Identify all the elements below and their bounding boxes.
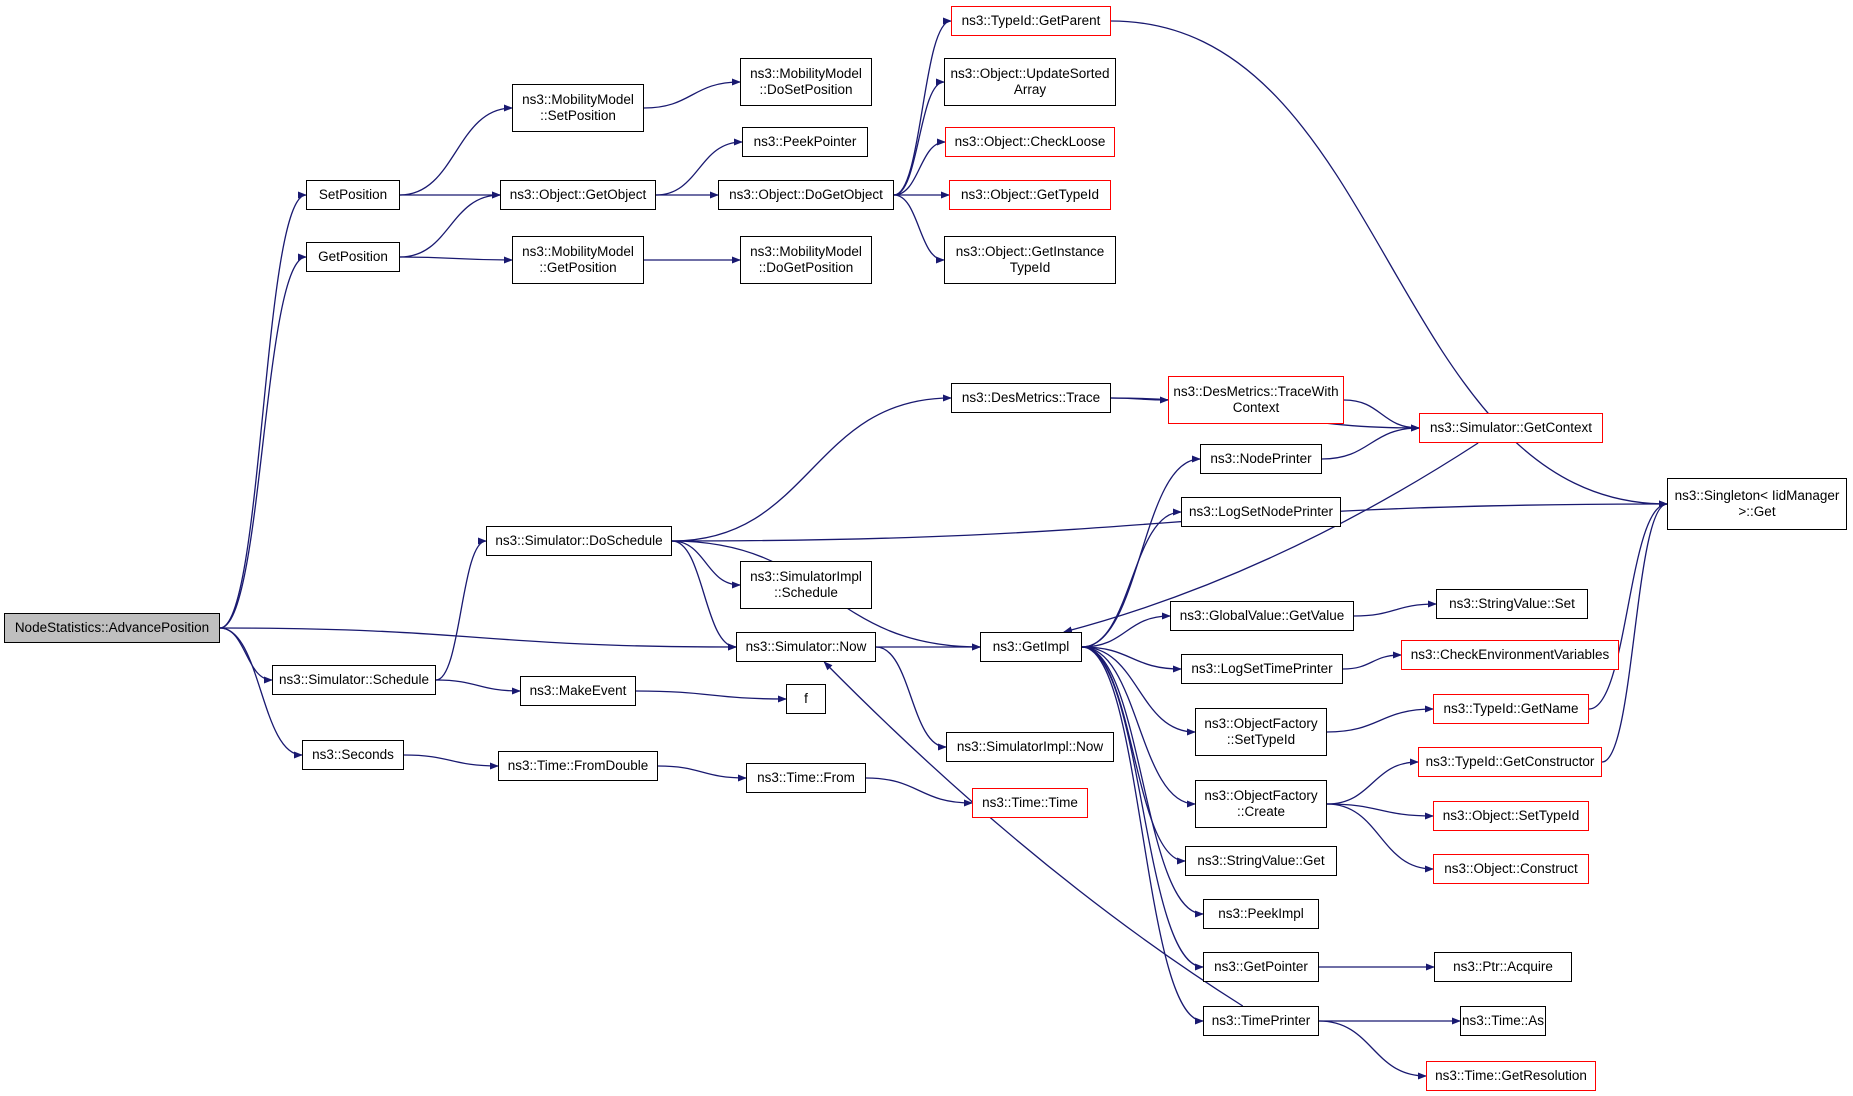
edge-get-position-to-object-get-object [399,191,501,258]
edge-get-impl-to-time-printer [1081,646,1204,1025]
time-time-node[interactable]: ns3::Time::Time [972,788,1088,818]
edge-simulator-schedule-to-make-event [435,679,521,695]
time-get-resolution-node[interactable]: ns3::Time::GetResolution [1426,1061,1596,1091]
edge-object-do-get-object-to-object-check-loose [893,138,946,196]
edge-global-value-get-value-to-string-value-set [1353,600,1437,617]
object-construct-node[interactable]: ns3::Object::Construct [1433,854,1589,884]
set-position-node[interactable]: SetPosition [306,180,400,210]
check-environment-variables-node[interactable]: ns3::CheckEnvironmentVariables [1401,640,1619,670]
string-value-set-node[interactable]: ns3::StringValue::Set [1436,589,1588,619]
edge-time-printer-to-simulator-now [823,661,1244,1007]
simulator-get-context-node[interactable]: ns3::Simulator::GetContext [1419,413,1603,443]
edge-get-position-to-mobilitymodel-get-position [399,256,513,264]
node-statistics-advance-position-node[interactable]: NodeStatistics::AdvancePosition [4,613,220,643]
typeid-get-parent-node[interactable]: ns3::TypeId::GetParent [951,6,1111,36]
edge-simulator-schedule-to-simulator-do-schedule [435,537,487,681]
mobilitymodel-set-position-node[interactable]: ns3::MobilityModel ::SetPosition [512,84,644,132]
object-get-instance-type-id-node[interactable]: ns3::Object::GetInstance TypeId [944,236,1116,284]
edge-typeid-get-name-to-singleton-iid-manager-get [1588,500,1668,710]
edge-simulator-get-context-to-get-impl [1063,442,1479,634]
edge-get-impl-to-get-pointer [1081,646,1204,971]
get-pointer-node[interactable]: ns3::GetPointer [1203,952,1319,982]
global-value-get-value-node[interactable]: ns3::GlobalValue::GetValue [1170,601,1354,631]
edge-object-do-get-object-to-object-get-instance-type-id [893,194,945,264]
edge-simulator-do-schedule-to-simulatorimpl-schedule [671,540,741,589]
time-printer-node[interactable]: ns3::TimePrinter [1203,1006,1319,1036]
seconds-node[interactable]: ns3::Seconds [302,740,404,770]
simulatorimpl-now-node[interactable]: ns3::SimulatorImpl::Now [946,732,1114,762]
peek-pointer-node[interactable]: ns3::PeekPointer [742,127,868,157]
object-set-type-id-node[interactable]: ns3::Object::SetTypeId [1433,801,1589,831]
edge-node-statistics-advance-position-to-simulator-schedule [219,627,273,684]
edge-simulator-now-to-simulatorimpl-now [875,646,947,751]
edge-object-factory-create-to-object-construct [1326,803,1434,873]
singleton-iid-manager-get-node[interactable]: ns3::Singleton< IidManager >::Get [1667,478,1847,530]
edge-time-from-double-to-time-from [657,765,747,782]
edge-simulator-do-schedule-to-simulator-now [671,540,737,651]
typeid-get-name-node[interactable]: ns3::TypeId::GetName [1433,694,1589,724]
time-from-double-node[interactable]: ns3::Time::FromDouble [498,751,658,781]
desmetrics-trace-with-context-node[interactable]: ns3::DesMetrics::TraceWith Context [1168,376,1344,424]
object-get-type-id-node[interactable]: ns3::Object::GetTypeId [949,180,1111,210]
log-set-node-printer-node[interactable]: ns3::LogSetNodePrinter [1181,497,1341,527]
desmetrics-trace-node[interactable]: ns3::DesMetrics::Trace [951,383,1111,413]
edge-get-impl-to-global-value-get-value [1081,612,1171,648]
edge-typeid-get-parent-to-singleton-iid-manager-get [1110,20,1668,508]
edge-object-factory-set-type-id-to-typeid-get-name [1326,705,1434,733]
object-get-object-node[interactable]: ns3::Object::GetObject [500,180,656,210]
object-update-sorted-array-node[interactable]: ns3::Object::UpdateSorted Array [944,58,1116,106]
simulatorimpl-schedule-node[interactable]: ns3::SimulatorImpl ::Schedule [740,561,872,609]
mobilitymodel-do-get-position-node[interactable]: ns3::MobilityModel ::DoGetPosition [740,236,872,284]
get-impl-node[interactable]: ns3::GetImpl [980,632,1082,662]
mobilitymodel-get-position-node[interactable]: ns3::MobilityModel ::GetPosition [512,236,644,284]
node-printer-node[interactable]: ns3::NodePrinter [1200,444,1322,474]
edge-object-factory-create-to-typeid-get-constructor [1326,758,1419,805]
edge-object-do-get-object-to-object-update-sorted-array [893,78,945,196]
object-do-get-object-node[interactable]: ns3::Object::DoGetObject [718,180,894,210]
edge-node-statistics-advance-position-to-set-position [219,191,307,629]
edge-mobilitymodel-set-position-to-mobilitymodel-do-set-position [643,78,741,109]
simulator-do-schedule-node[interactable]: ns3::Simulator::DoSchedule [486,526,672,556]
f-node[interactable]: f [786,684,826,714]
edge-get-impl-to-peek-impl [1081,646,1204,918]
edge-get-impl-to-log-set-time-printer [1081,646,1182,673]
object-check-loose-node[interactable]: ns3::Object::CheckLoose [945,127,1115,157]
mobilitymodel-do-set-position-node[interactable]: ns3::MobilityModel ::DoSetPosition [740,58,872,106]
edge-simulator-do-schedule-to-singleton-iid-manager-get [671,500,1668,542]
edge-node-printer-to-simulator-get-context [1321,424,1420,460]
simulator-now-node[interactable]: ns3::Simulator::Now [736,632,876,662]
edge-time-from-to-time-time [865,777,973,807]
edge-get-impl-to-log-set-node-printer [1081,508,1182,648]
edge-seconds-to-time-from-double [403,754,499,770]
edge-get-impl-to-object-factory-set-type-id [1081,646,1196,736]
object-factory-set-type-id-node[interactable]: ns3::ObjectFactory ::SetTypeId [1195,708,1327,756]
edge-make-event-to-f [635,690,787,703]
ptr-acquire-node[interactable]: ns3::Ptr::Acquire [1434,952,1572,982]
edge-set-position-to-mobilitymodel-set-position [399,104,513,196]
make-event-node[interactable]: ns3::MakeEvent [520,676,636,706]
edge-get-impl-to-object-factory-create [1081,646,1196,808]
edge-node-statistics-advance-position-to-get-position [219,253,307,629]
edge-object-get-object-to-peek-pointer [655,138,743,196]
time-from-node[interactable]: ns3::Time::From [746,763,866,793]
edge-node-statistics-advance-position-to-seconds [219,627,303,759]
log-set-time-printer-node[interactable]: ns3::LogSetTimePrinter [1181,654,1343,684]
edge-object-factory-create-to-object-set-type-id [1326,803,1434,820]
typeid-get-constructor-node[interactable]: ns3::TypeId::GetConstructor [1418,747,1602,777]
edge-desmetrics-trace-with-context-to-simulator-get-context [1343,399,1420,432]
edge-typeid-get-constructor-to-singleton-iid-manager-get [1601,500,1668,763]
simulator-schedule-node[interactable]: ns3::Simulator::Schedule [272,665,436,695]
edge-node-statistics-advance-position-to-simulator-now [219,627,737,651]
get-position-node[interactable]: GetPosition [306,242,400,272]
peek-impl-node[interactable]: ns3::PeekImpl [1203,899,1319,929]
edge-log-set-time-printer-to-check-environment-variables [1342,651,1402,670]
time-as-node[interactable]: ns3::Time::As [1460,1006,1546,1036]
edge-simulator-do-schedule-to-desmetrics-trace [671,394,952,542]
edge-time-printer-to-time-get-resolution [1318,1020,1427,1080]
object-factory-create-node[interactable]: ns3::ObjectFactory ::Create [1195,780,1327,828]
edge-object-do-get-object-to-typeid-get-parent [893,17,952,196]
string-value-get-node[interactable]: ns3::StringValue::Get [1185,846,1337,876]
